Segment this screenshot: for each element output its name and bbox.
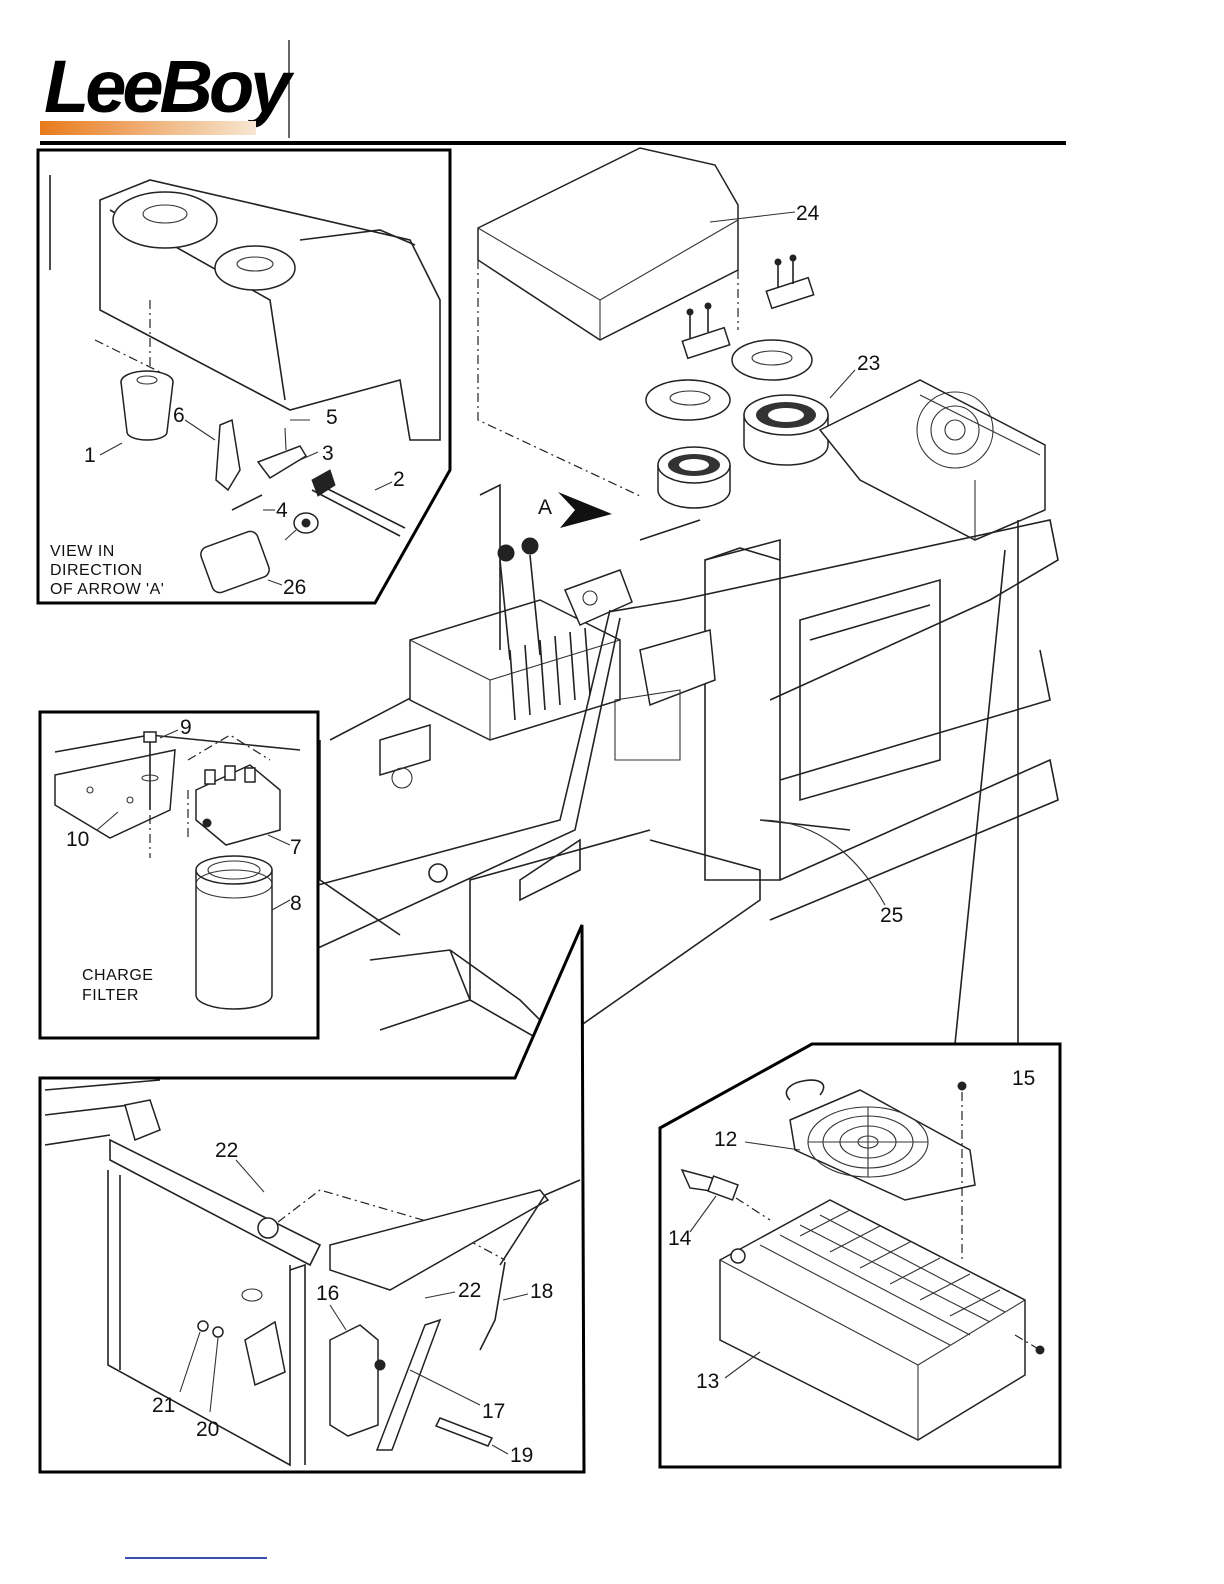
callout-13: 13: [696, 1370, 719, 1393]
machine-frame: [320, 520, 1058, 1080]
view-caption-line2: DIRECTION: [50, 562, 143, 579]
control-valve-bank: [380, 485, 715, 788]
view-caption-line1: VIEW IN: [50, 543, 115, 560]
view-arrow-a-icon: [558, 492, 612, 528]
charge-caption-line1: CHARGE: [82, 967, 153, 984]
inset-oil-cooler: 15 12 14 13: [660, 1044, 1060, 1467]
callout-24: 24: [796, 202, 820, 225]
part-16-block: [330, 1325, 378, 1436]
radiator-assembly-main: [820, 380, 1045, 540]
callout-5: 5: [326, 406, 338, 429]
callout-14: 14: [668, 1227, 692, 1250]
inset-charge-filter: 9 10 7 8 CHARGE FILTER: [40, 712, 318, 1038]
view-caption-line3: OF ARROW 'A': [50, 581, 164, 598]
callout-18: 18: [530, 1280, 553, 1303]
callout-10: 10: [66, 828, 89, 851]
callout-12: 12: [714, 1128, 737, 1151]
inset-view-arrow-a: 1 6 5 3 2 4 26 VIEW IN DIRECTION OF ARRO…: [38, 150, 450, 603]
logo-stripe: [40, 121, 256, 135]
callout-22-upper: 22: [215, 1139, 238, 1162]
callout-4: 4: [276, 499, 288, 522]
callout-25: 25: [880, 904, 903, 927]
callout-2: 2: [393, 468, 405, 491]
callout-17: 17: [482, 1400, 505, 1423]
engine-cover: [478, 148, 738, 496]
arrow-a-label: A: [538, 496, 552, 519]
callout-3: 3: [322, 442, 334, 465]
brand-logo: LeeBoy: [40, 40, 295, 138]
charge-caption-line2: FILTER: [82, 987, 139, 1004]
callout-9: 9: [180, 716, 192, 739]
callout-15: 15: [1012, 1067, 1035, 1090]
callout-26: 26: [283, 576, 306, 599]
callout-20: 20: [196, 1418, 219, 1441]
logo-text: LeeBoy: [44, 45, 295, 128]
callout-21: 21: [152, 1394, 175, 1417]
part-1-cup: [121, 371, 173, 440]
callout-22-lower: 22: [458, 1279, 481, 1302]
callout-1: 1: [84, 444, 96, 467]
part-8-charge-filter: [196, 856, 272, 1009]
callout-19: 19: [510, 1444, 533, 1467]
callout-8: 8: [290, 892, 302, 915]
inset-connector-lines: [318, 520, 1018, 1078]
air-cleaner-elements: [646, 340, 828, 508]
callout-6: 6: [173, 404, 185, 427]
callout-23: 23: [857, 352, 880, 375]
callout-7: 7: [290, 836, 302, 859]
callout-16: 16: [316, 1282, 339, 1305]
